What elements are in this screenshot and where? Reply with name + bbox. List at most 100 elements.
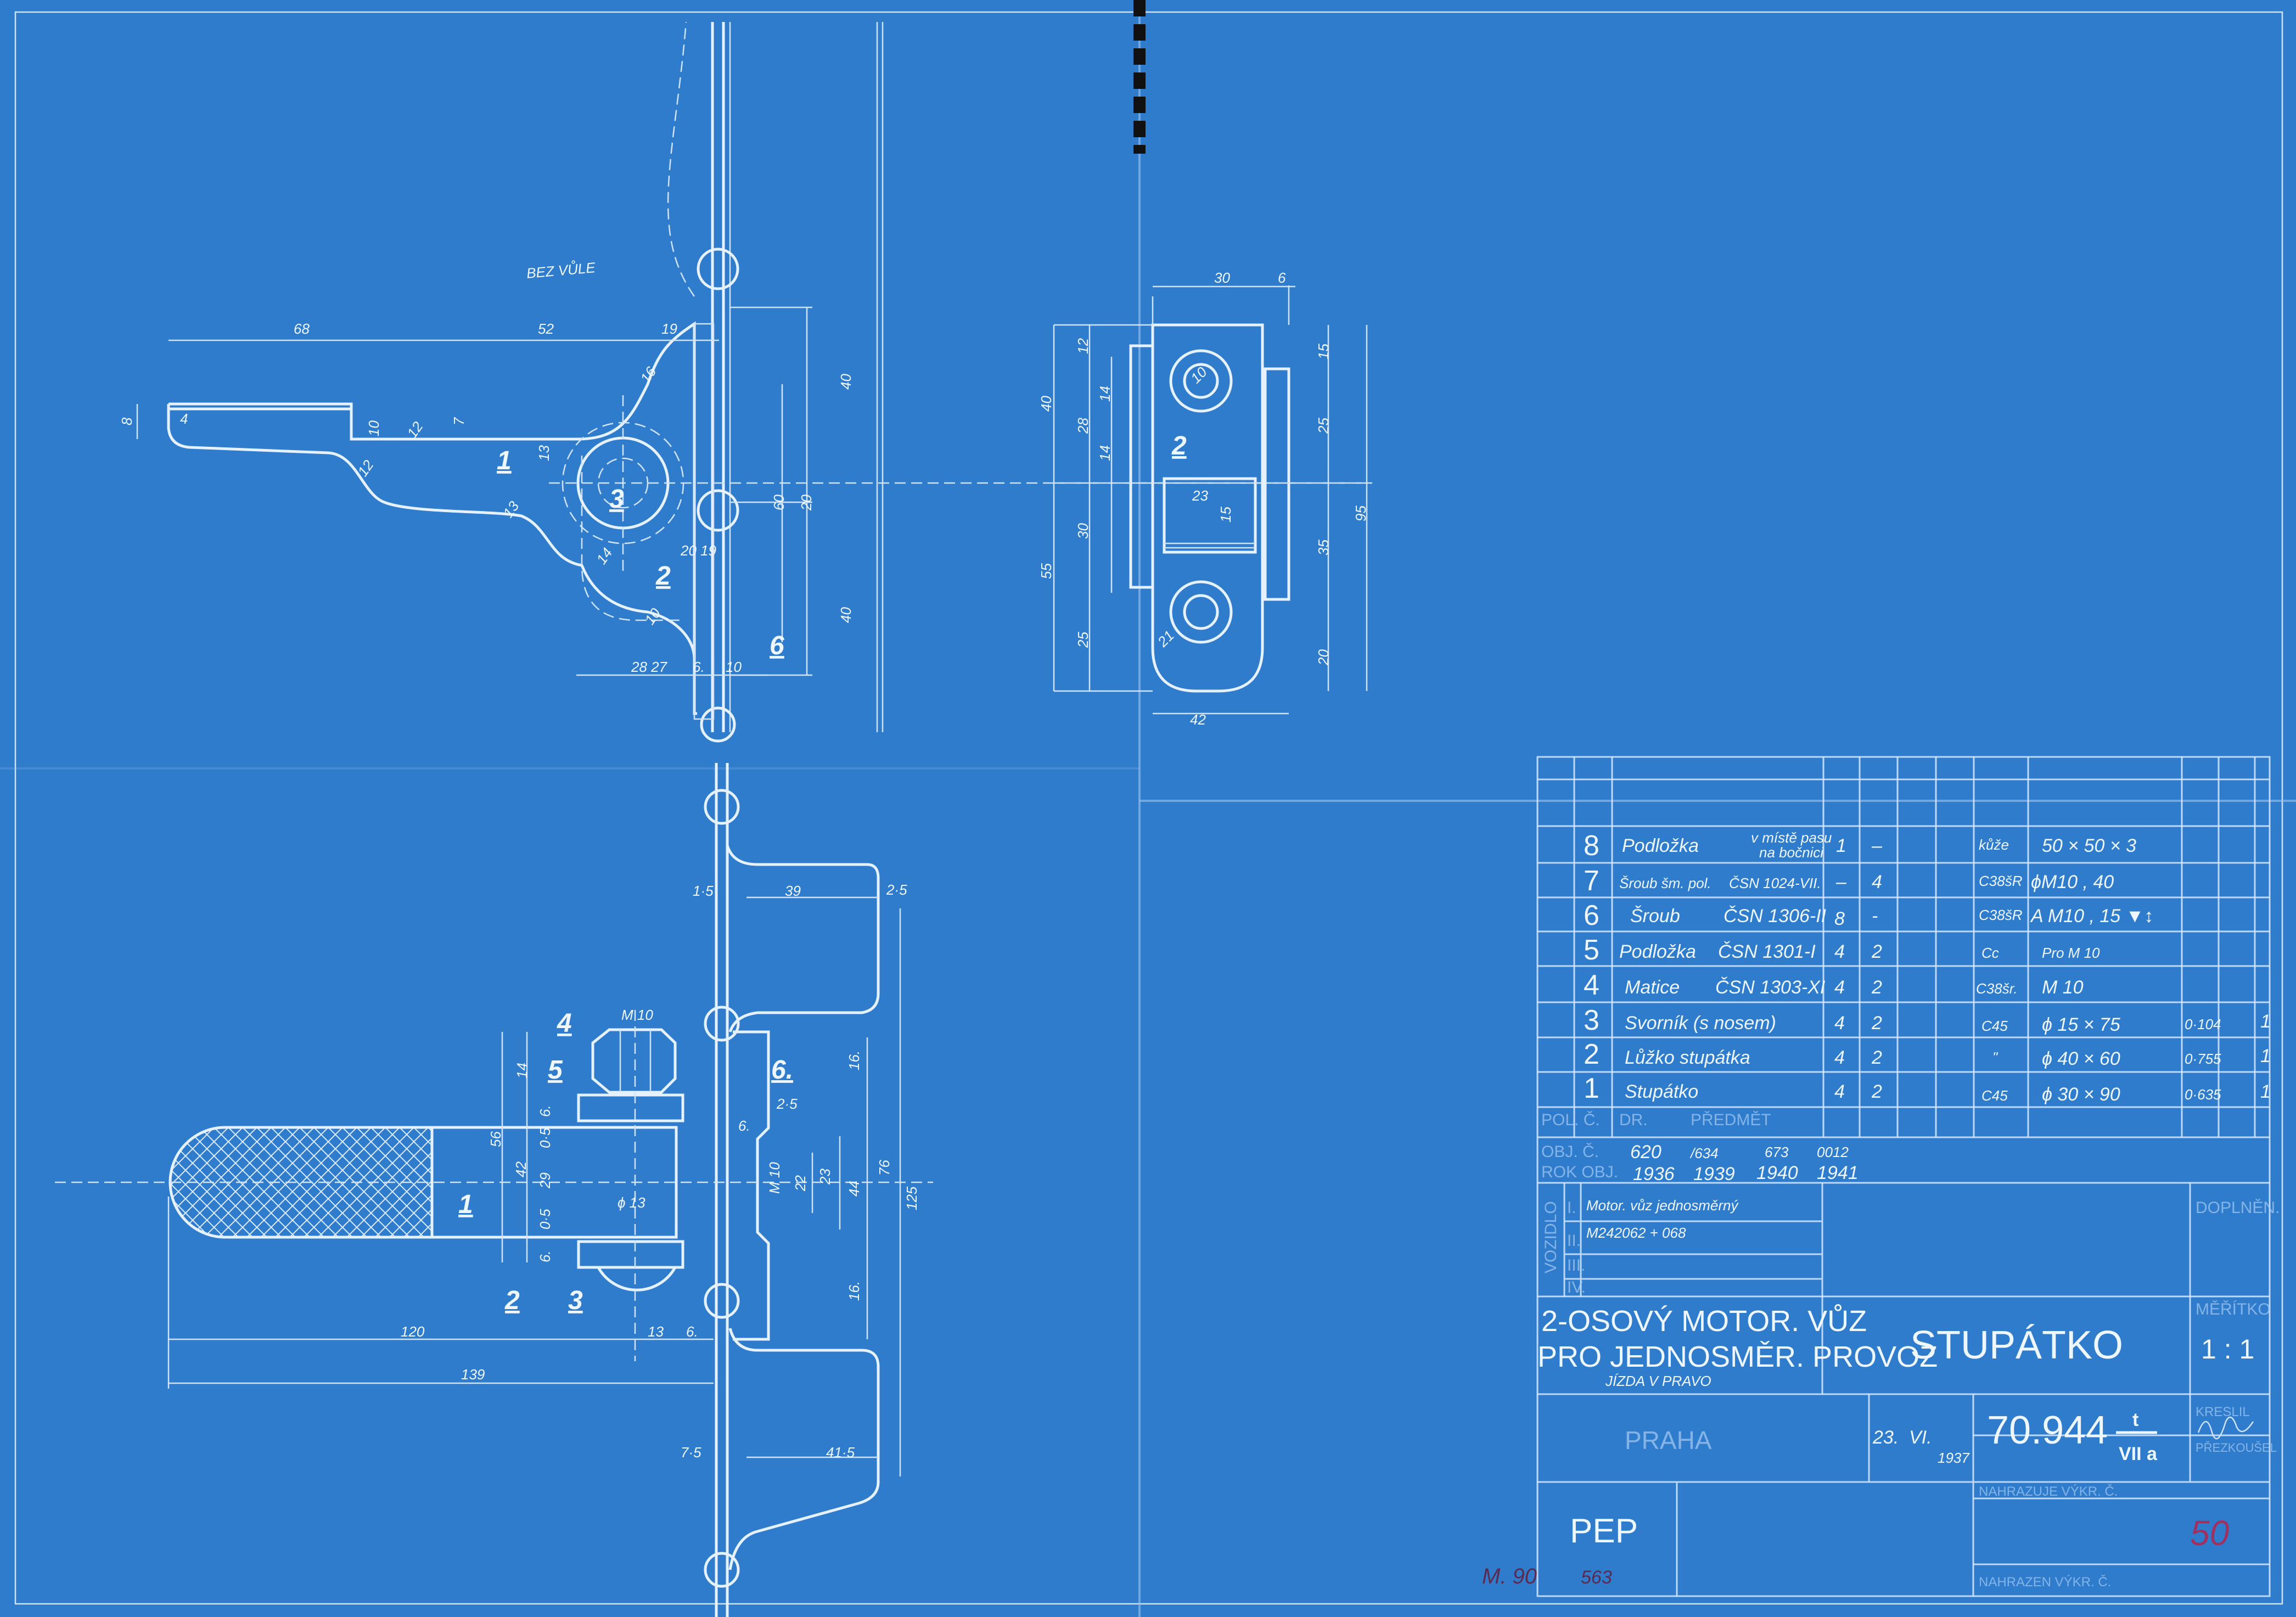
checked-label: PŘEZKOUŠEL: [2196, 1441, 2277, 1455]
text-label: 1: [1836, 835, 1846, 856]
text-label: /634: [1689, 1145, 1719, 1161]
text-label: Šroub šm. pol.: [1619, 875, 1711, 891]
text-label: 4: [1834, 1013, 1845, 1034]
text-label: ČSN 1303-XI: [1715, 977, 1826, 998]
dim-label: 40: [838, 607, 854, 623]
dim-label: 20 19: [680, 542, 716, 559]
header-pos: POL. Č.: [1541, 1110, 1600, 1129]
position-label: 5: [548, 1055, 563, 1085]
text-label: C38šr.: [1976, 980, 2018, 997]
position-label: 6: [770, 631, 784, 660]
parts-row: 6 Šroub ČSN 1306-II 8 - C38šR A M10 , 15…: [1584, 900, 2153, 931]
position-label: 2: [1171, 431, 1187, 461]
dim-label: 2·5: [776, 1096, 798, 1112]
dim-label: 23: [1192, 487, 1208, 504]
parts-row: 5 Podložka ČSN 1301-I 4 2 Cc Pro M 10: [1584, 934, 2100, 966]
dim-label: 68: [294, 321, 310, 337]
dim-label: 7: [451, 417, 467, 425]
text-label: Podložka: [1619, 941, 1696, 962]
dim-label: 35: [1315, 540, 1332, 555]
parts-row: 3 Svorník (s nosem) 4 2 C45 ϕ 15 × 75 0·…: [1584, 1004, 2271, 1036]
dim-label: 14: [514, 1063, 530, 1079]
text-label: A M10 , 15 ▼↕: [2030, 906, 2153, 927]
position-label: 2: [504, 1286, 520, 1315]
title-block-grid: [1536, 756, 2271, 1597]
dim-label: 10: [726, 659, 742, 675]
text-label: ČSN 1306-II: [1724, 906, 1827, 927]
dim-label: 6.: [686, 1323, 698, 1340]
text-label: 0012: [1817, 1144, 1849, 1160]
text-label: v místě pasu: [1751, 829, 1832, 846]
red-mark: 50: [2190, 1513, 2230, 1553]
replaces-label: NAHRAZUJE VÝKR. Č.: [1979, 1484, 2118, 1499]
dim-label: 125: [903, 1186, 920, 1210]
dim-label: 4: [180, 411, 188, 427]
dim-label: 13: [648, 1323, 664, 1340]
text-label: 2: [1871, 977, 1882, 998]
text-label: M 10: [2042, 977, 2084, 998]
dim-label: 25: [1315, 418, 1332, 434]
text-label: 23.: [1872, 1427, 1899, 1448]
parts-list: 8 Podložka v místě pasu na bočnici 1 – k…: [1541, 829, 2271, 1129]
text-label: 4: [1834, 977, 1845, 998]
dim-label: 20: [1315, 649, 1332, 666]
text-label: C38šR: [1979, 907, 2022, 923]
text-label: VII a: [2119, 1444, 2158, 1464]
parts-row: 1 Stupátko 4 2 C45 ϕ 30 × 90 0·635 1: [1584, 1073, 2271, 1105]
dim-label: 6.: [537, 1105, 553, 1117]
project-subtitle: PRO JEDNOSMĚR. PROVOZ: [1537, 1340, 1938, 1373]
dim-label: 52: [538, 321, 554, 337]
front-view-labels: 30 6 12 14 40 28 14 30 55 25 15 25 35 95…: [1038, 270, 1369, 728]
text-label: Šroub: [1630, 906, 1680, 927]
section-view-drawing: [55, 763, 933, 1617]
dim-label: 6.: [537, 1250, 553, 1262]
text-label: 4: [1584, 969, 1599, 1001]
replaced-by-label: NAHRAZEN VÝKR. Č.: [1979, 1574, 2111, 1590]
dim-label: 15: [1315, 344, 1332, 360]
dim-label: 10: [366, 420, 382, 436]
position-label: 1: [497, 446, 512, 475]
dim-label: 16.: [846, 1281, 862, 1301]
text-label: 4: [1834, 1047, 1845, 1068]
text-label: Pro M 10: [2042, 945, 2100, 961]
dim-label: 29: [537, 1172, 553, 1189]
parts-row: 2 Lůžko stupátka 4 2 " ϕ 40 × 60 0·755 1: [1584, 1038, 2271, 1070]
dim-label: 41·5: [826, 1444, 855, 1461]
dim-label: 6.: [738, 1118, 750, 1134]
dim-label: 56: [487, 1131, 504, 1147]
dim-label: 40: [1038, 396, 1054, 412]
text-label: Podložka: [1622, 835, 1699, 856]
project-title: 2-OSOVÝ MOTOR. VŮZ: [1541, 1304, 1867, 1338]
text-label: 0·104: [2185, 1016, 2221, 1032]
position-label: 2: [655, 562, 671, 591]
text-label: 5: [1584, 934, 1599, 966]
dim-label: 0·5: [537, 1127, 553, 1148]
text-label: 7: [1584, 865, 1599, 897]
text-label: 1: [2260, 1046, 2271, 1066]
text-label: 2: [1871, 1013, 1882, 1034]
signature: [2197, 1416, 2254, 1440]
text-label: ϕ 30 × 90: [2042, 1084, 2120, 1105]
text-label: Matice: [1625, 977, 1680, 998]
text-label: 3: [1584, 1004, 1599, 1036]
dim-label: 30: [1075, 523, 1091, 539]
drawing-date: 23. VI. 1937: [1872, 1427, 1970, 1466]
text-label: 620: [1630, 1142, 1661, 1163]
dim-label: 16.: [846, 1051, 862, 1070]
dim-label: 55: [1038, 563, 1054, 579]
project-note: JÍZDA V PRAVO: [1605, 1373, 1711, 1389]
dim-label: 23: [817, 1169, 833, 1185]
dim-label: 19: [661, 321, 677, 337]
text-label: 0·635: [2185, 1086, 2221, 1103]
text-label: III.: [1567, 1256, 1585, 1274]
dim-label: ϕ 13: [617, 1194, 645, 1211]
text-label: 1936: [1633, 1164, 1675, 1184]
position-label: 3: [568, 1286, 583, 1315]
dim-label: 139: [461, 1366, 485, 1383]
text-label: 8: [1834, 908, 1845, 929]
text-label: 1941: [1817, 1163, 1859, 1183]
text-label: 4: [1834, 941, 1845, 962]
text-label: C45: [1981, 1018, 2008, 1034]
text-label: na bočnici: [1759, 844, 1824, 861]
